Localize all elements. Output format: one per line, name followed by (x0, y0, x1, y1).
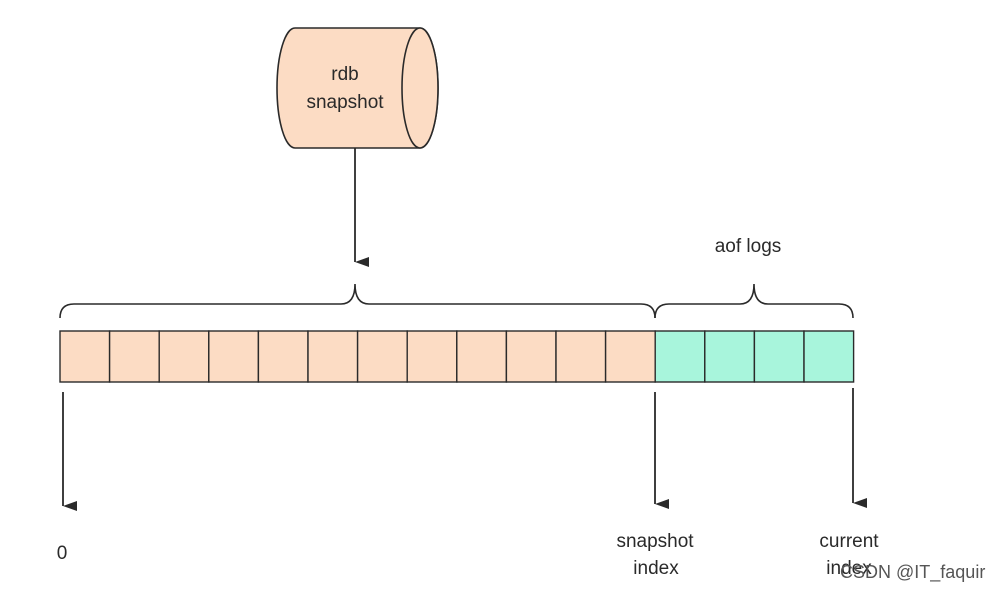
cylinder-label-line2: snapshot (306, 92, 384, 113)
aof-log-cell (753, 330, 805, 383)
snapshot-cell (158, 330, 210, 383)
current-index-label-line1: current (819, 531, 879, 552)
snapshot-cell (356, 330, 408, 383)
rdb-snapshot-cylinder: rdb snapshot (276, 27, 439, 149)
snapshot-cell (307, 330, 359, 383)
snapshot-index-label-line2: index (633, 558, 679, 579)
snapshot-index-label-line1: snapshot (616, 531, 694, 552)
start-index-label: 0 (57, 543, 68, 564)
aof-logs-label: aof logs (715, 236, 782, 257)
snapshot-cell (108, 330, 160, 383)
log-cell-row (59, 330, 855, 383)
aof-logs-brace (654, 283, 854, 319)
snapshot-cell (208, 330, 260, 383)
watermark: CSDN @IT_faquir (840, 562, 986, 582)
snapshot-cell (406, 330, 458, 383)
aof-log-cell (704, 330, 756, 383)
snapshot-cell (604, 330, 656, 383)
aof-log-cell (654, 330, 706, 383)
cylinder-label-line1: rdb (331, 64, 358, 85)
current-index-label-line2: index (826, 558, 872, 579)
snapshot-cell (505, 330, 557, 383)
aof-log-cell (803, 330, 855, 383)
snapshot-cell (456, 330, 508, 383)
snapshot-cell (555, 330, 607, 383)
snapshot-cell (257, 330, 309, 383)
snapshot-cell (59, 330, 111, 383)
cylinder-cap (401, 27, 439, 149)
snapshot-brace (59, 283, 656, 319)
